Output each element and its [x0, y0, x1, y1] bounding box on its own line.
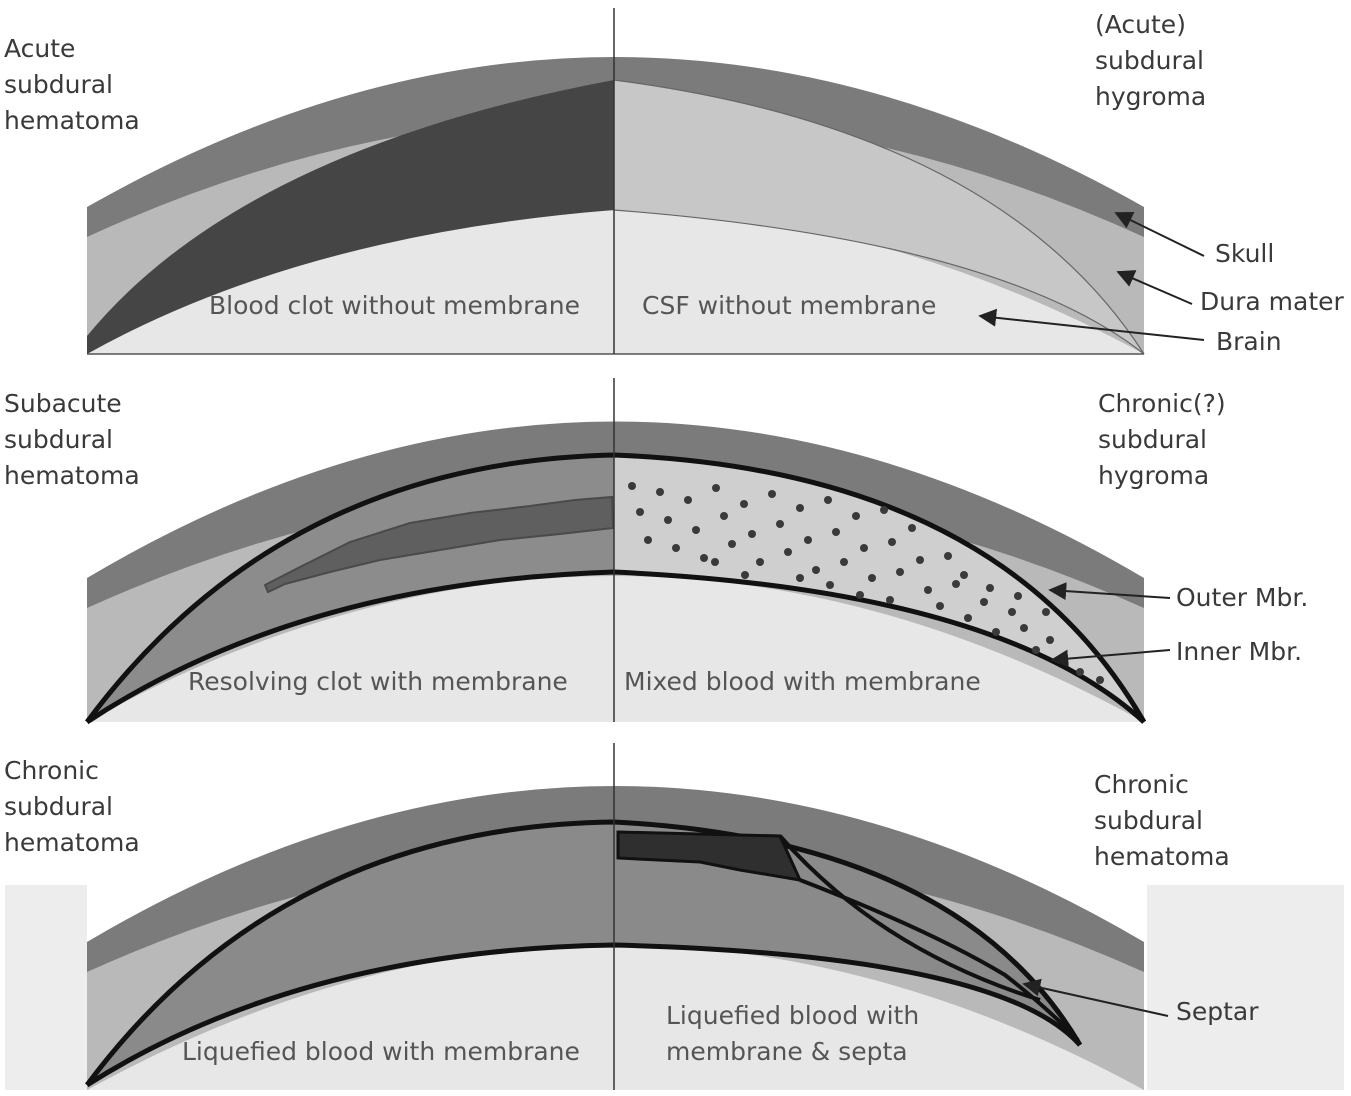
blood-dot: [980, 598, 988, 606]
blood-dot: [1076, 668, 1084, 676]
resolving-clot: [263, 495, 615, 594]
blood-dot: [964, 614, 972, 622]
label-skull: Skull: [1215, 239, 1274, 268]
brain-surface-line: [613, 209, 1145, 355]
blood-dot: [852, 512, 860, 520]
blood-dot: [711, 558, 719, 566]
septum-2: [799, 878, 1080, 1042]
brain-layer: [87, 945, 1144, 1090]
septum-1: [778, 834, 1041, 1002]
blood-dot: [1096, 676, 1104, 684]
blood-dot: [768, 490, 776, 498]
label-inner-membrane: Inner Mbr.: [1176, 637, 1302, 666]
caption-liquefied-septa-line1: Liquefied blood with: [666, 1001, 919, 1030]
label-dura-mater: Dura mater: [1200, 287, 1344, 316]
blood-dot: [832, 528, 840, 536]
caption-blood-clot: Blood clot without membrane: [209, 291, 580, 320]
blood-dot: [684, 496, 692, 504]
panel-subacute: Resolving clot with membrane Mixed blood…: [84, 378, 1147, 725]
septa-arrow: [1022, 978, 1169, 1017]
blood-dot: [804, 536, 812, 544]
blood-dot: [1042, 608, 1050, 616]
blood-dot: [860, 544, 868, 552]
title-subacute-hematoma: Subacute subdural hematoma: [4, 389, 140, 490]
dura-arrow: [1116, 270, 1193, 305]
blood-dot: [628, 482, 636, 490]
label-outer-membrane: Outer Mbr.: [1176, 583, 1308, 612]
blood-dot: [840, 558, 848, 566]
blood-dot: [1020, 624, 1028, 632]
outer-membrane-arrow: [1048, 582, 1171, 601]
blood-dot: [936, 602, 944, 610]
title-chronic-hematoma-left: Chronic subdural hematoma: [4, 756, 140, 857]
callouts: Skull Dura mater Brain Outer Mbr. Inner …: [978, 212, 1344, 1026]
title-acute-hematoma: Acute subdural hematoma: [4, 34, 140, 135]
blood-dot: [1046, 636, 1054, 644]
blood-dot: [672, 544, 680, 552]
panel-acute: Blood clot without membrane CSF without …: [87, 8, 1145, 355]
label-brain: Brain: [1216, 327, 1282, 356]
blood-dot: [1008, 608, 1016, 616]
side-titles: Acute subdural hematoma (Acute) subdural…: [4, 10, 1234, 871]
blood-dot: [868, 574, 876, 582]
blood-dot: [796, 504, 804, 512]
blood-dot: [824, 496, 832, 504]
blood-dot: [1014, 592, 1022, 600]
blood-dot: [826, 581, 834, 589]
title-acute-hygroma: (Acute) subdural hygroma: [1095, 10, 1212, 111]
blood-dot: [720, 512, 728, 520]
dura-line: [613, 79, 1145, 355]
blood-dot: [756, 558, 764, 566]
blood-dot: [986, 584, 994, 592]
blood-dot: [656, 488, 664, 496]
blood-dot: [740, 500, 748, 508]
blood-dot: [712, 484, 720, 492]
blood-dot: [896, 568, 904, 576]
blood-dot: [796, 574, 804, 582]
inner-membrane-arrow: [1050, 649, 1171, 668]
blood-dot: [880, 506, 888, 514]
title-chronic-hematoma-right: Chronic subdural hematoma: [1094, 770, 1230, 871]
blood-dot: [784, 548, 792, 556]
blood-dot: [812, 566, 820, 574]
blood-dot: [1032, 646, 1040, 654]
blood-dot: [888, 538, 896, 546]
blood-dot: [952, 580, 960, 588]
blood-dot: [636, 508, 644, 516]
caption-csf: CSF without membrane: [642, 291, 936, 320]
skull-arrow: [1114, 212, 1205, 257]
panel-chronic: Liquefied blood with membrane Liquefied …: [5, 743, 1344, 1090]
caption-mixed-blood: Mixed blood with membrane: [624, 667, 981, 696]
blood-dot: [728, 540, 736, 548]
blood-dot: [644, 536, 652, 544]
background-band-left: [5, 885, 87, 1090]
blood-dot: [776, 520, 784, 528]
blood-dot: [924, 586, 932, 594]
csf-collection: [614, 80, 1144, 354]
brain-arrow: [978, 308, 1205, 341]
caption-resolving-clot: Resolving clot with membrane: [188, 667, 568, 696]
mixed-blood-collection: [614, 455, 1144, 722]
blood-dot: [700, 554, 708, 562]
blood-dot: [741, 571, 749, 579]
caption-liquefied-septa-line2: membrane & septa: [666, 1037, 908, 1066]
caption-liquefied-blood: Liquefied blood with membrane: [182, 1037, 580, 1066]
blood-dot: [886, 596, 894, 604]
title-chronic-hygroma: Chronic(?) subdural hygroma: [1098, 389, 1234, 490]
label-septa: Septar: [1176, 997, 1259, 1026]
blood-dot: [992, 628, 1000, 636]
blood-dot: [916, 556, 924, 564]
blood-dot: [692, 526, 700, 534]
blood-dot: [944, 552, 952, 560]
blood-dot: [664, 516, 672, 524]
brain-layer: [87, 576, 1144, 722]
blood-dot: [856, 591, 864, 599]
blood-dot: [908, 524, 916, 532]
blood-clot: [87, 80, 614, 354]
blood-dot: [960, 571, 968, 579]
blood-dot: [748, 530, 756, 538]
background-band-right: [1147, 885, 1344, 1090]
